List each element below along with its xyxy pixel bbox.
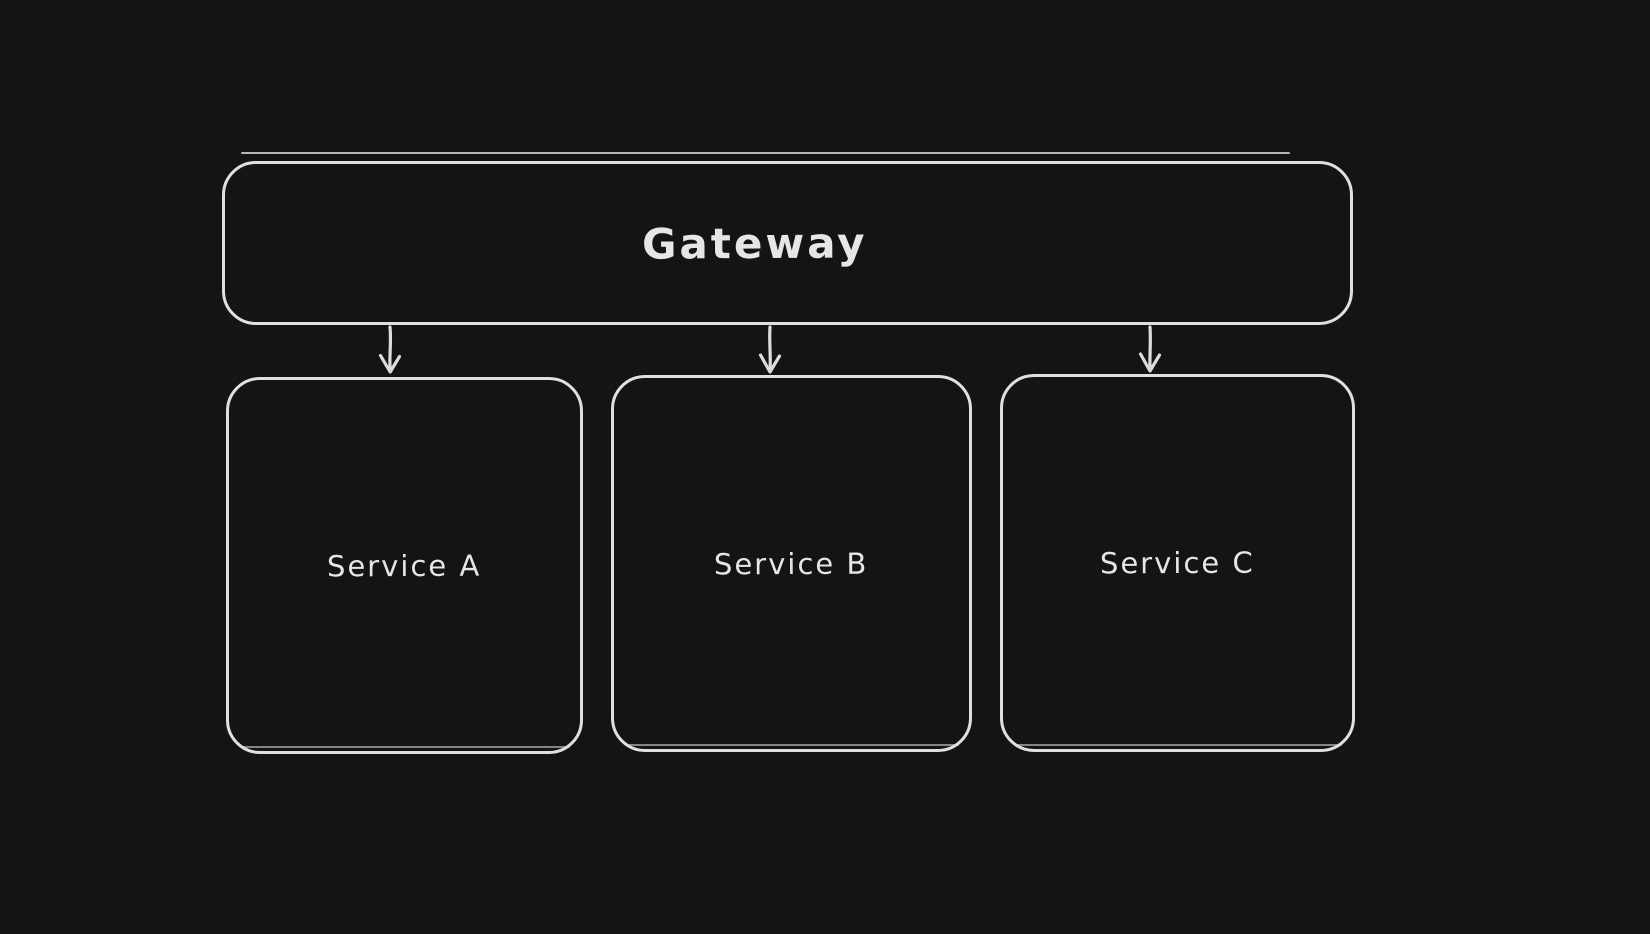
edge-gateway-service-b-arrow[interactable] (758, 325, 782, 374)
edge-gateway-service-a-arrow[interactable] (378, 325, 402, 374)
node-service-b[interactable]: Service B (611, 375, 972, 752)
node-service-a[interactable]: Service A (226, 377, 583, 754)
node-service-c[interactable]: Service C (1000, 374, 1355, 752)
node-service-c-label: Service C (1100, 545, 1255, 581)
node-gateway[interactable]: Gateway (222, 152, 1353, 325)
edge-gateway-service-c-arrow[interactable] (1138, 325, 1162, 373)
node-service-b-label: Service B (714, 546, 869, 581)
node-gateway-label: Gateway (641, 217, 868, 269)
node-service-a-label: Service A (327, 548, 482, 583)
